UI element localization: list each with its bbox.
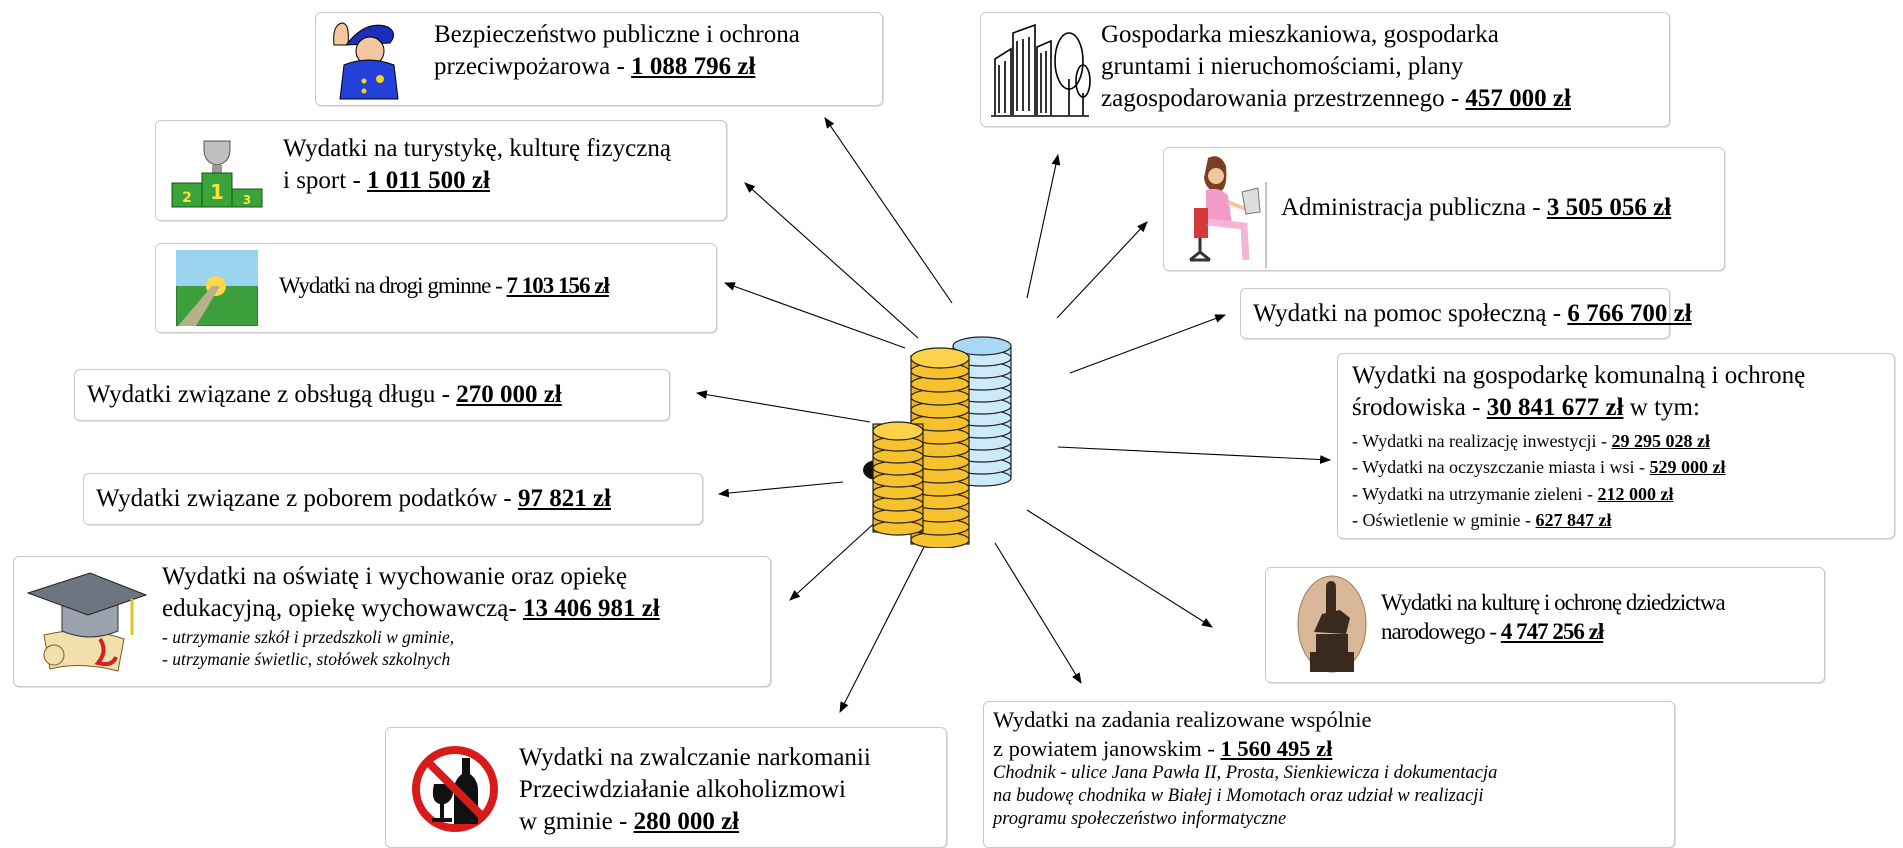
housing-text: Gospodarka mieszkaniowa, gospodarka grun… xyxy=(1101,21,1571,112)
joint-box: Wydatki na zadania realizowane wspólnie … xyxy=(983,701,1675,848)
arrow-social xyxy=(1069,314,1227,374)
drugs-text: Wydatki na zwalczanie narkomanii Przeciw… xyxy=(519,744,871,835)
social-box: Wydatki na pomoc społeczną - 6 766 700 z… xyxy=(1240,288,1692,339)
debt-amount: 270 000 zł xyxy=(456,381,562,408)
joint-notes: Chodnik - ulice Jana Pawła II, Prosta, S… xyxy=(993,763,1498,830)
arrow-joint xyxy=(994,542,1082,684)
office-worker-icon xyxy=(1189,156,1267,268)
tourism-box: 1 2 3 Wydatki na turystykę, kulturę fizy… xyxy=(155,120,727,221)
drugs-box: Wydatki na zwalczanie narkomanii Przeciw… xyxy=(385,727,947,848)
roads-box: Wydatki na drogi gminne - 7 103 156 zł xyxy=(155,243,717,333)
svg-text:1: 1 xyxy=(210,180,224,204)
police-officer-icon xyxy=(333,22,399,100)
communal-item: - Wydatki na utrzymanie zieleni - 212 00… xyxy=(1352,483,1674,504)
graduation-cap-diploma-icon xyxy=(26,572,148,672)
no-alcohol-icon xyxy=(412,746,498,832)
housing-box: Gospodarka mieszkaniowa, gospodarka grun… xyxy=(980,12,1670,127)
communal-box: Wydatki na gospodarkę komunalną i ochron… xyxy=(1337,353,1895,539)
housing-amount: 457 000 zł xyxy=(1465,85,1571,112)
safety-box: Bezpieczeństwo publiczne i ochrona przec… xyxy=(315,12,883,106)
taxes-text: Wydatki związane z poborem podatków - 97… xyxy=(96,485,611,512)
podium-trophy-icon: 1 2 3 xyxy=(171,140,263,208)
culture-amount: 4 747 256 zł xyxy=(1500,619,1604,645)
joint-text: Wydatki na zadania realizowane wspólnie … xyxy=(993,707,1372,761)
debt-text: Wydatki związane z obsługą długu - 270 0… xyxy=(87,381,562,408)
arrow-education xyxy=(789,517,881,601)
culture-text: Wydatki na kulturę i ochronę dziedzictwa… xyxy=(1381,590,1726,645)
svg-text:2: 2 xyxy=(182,190,192,206)
roads-amount: 7 103 156 zł xyxy=(506,273,609,298)
admin-box: Administracja publiczna - 3 505 056 zł xyxy=(1163,147,1725,271)
drugs-amount: 280 000 zł xyxy=(633,808,740,835)
arrow-safety xyxy=(824,117,953,304)
road-landscape-icon xyxy=(176,250,258,326)
communal-item: - Oświetlenie w gminie - 627 847 zł xyxy=(1352,510,1612,531)
education-box: Wydatki na oświatę i wychowanie oraz opi… xyxy=(13,556,771,687)
communal-item: - Wydatki na oczyszczanie miasta i wsi -… xyxy=(1352,457,1726,478)
tourism-text: Wydatki na turystykę, kulturę fizyczną i… xyxy=(283,135,671,194)
debt-box: Wydatki związane z obsługą długu - 270 0… xyxy=(74,369,670,421)
arrow-drugs xyxy=(839,544,926,713)
communal-text: Wydatki na gospodarkę komunalną i ochron… xyxy=(1352,362,1806,421)
arrow-housing xyxy=(1026,153,1061,299)
city-buildings-icon xyxy=(991,23,1091,117)
safety-text: Bezpieczeństwo publiczne i ochrona przec… xyxy=(434,21,800,80)
social-amount: 6 766 700 zł xyxy=(1567,300,1692,327)
taxes-amount: 97 821 zł xyxy=(517,485,611,512)
admin-text: Administracja publiczna - 3 505 056 zł xyxy=(1281,194,1672,221)
roads-text: Wydatki na drogi gminne - 7 103 156 zł xyxy=(279,273,610,298)
safety-amount: 1 088 796 zł xyxy=(631,53,756,80)
education-text: Wydatki na oświatę i wychowanie oraz opi… xyxy=(162,563,660,622)
arrow-tourism xyxy=(744,182,919,339)
arrow-taxes xyxy=(717,481,844,498)
arrow-roads xyxy=(723,282,906,349)
arrow-admin xyxy=(1056,221,1148,319)
joint-amount: 1 560 495 zł xyxy=(1220,735,1333,761)
education-amount: 13 406 981 zł xyxy=(522,595,660,622)
arrow-communal xyxy=(1057,446,1332,464)
arrow-culture xyxy=(1026,509,1213,628)
admin-amount: 3 505 056 zł xyxy=(1546,194,1672,221)
communal-items: - Wydatki na realizację inwestycji - 29 … xyxy=(1352,428,1725,534)
monument-icon xyxy=(1297,575,1367,673)
svg-text:3: 3 xyxy=(243,193,251,207)
taxes-box: Wydatki związane z poborem podatków - 97… xyxy=(83,473,703,525)
social-text: Wydatki na pomoc społeczną - 6 766 700 z… xyxy=(1253,300,1692,327)
communal-item: - Wydatki na realizację inwestycji - 29 … xyxy=(1352,431,1710,451)
communal-amount: 30 841 677 zł xyxy=(1486,394,1624,421)
culture-box: Wydatki na kulturę i ochronę dziedzictwa… xyxy=(1265,567,1825,683)
arrow-debt xyxy=(695,390,871,423)
education-notes: - utrzymanie szkół i przedszkoli w gmini… xyxy=(162,627,455,669)
tourism-amount: 1 011 500 zł xyxy=(367,167,490,194)
coin-stacks-icon xyxy=(863,336,1012,548)
